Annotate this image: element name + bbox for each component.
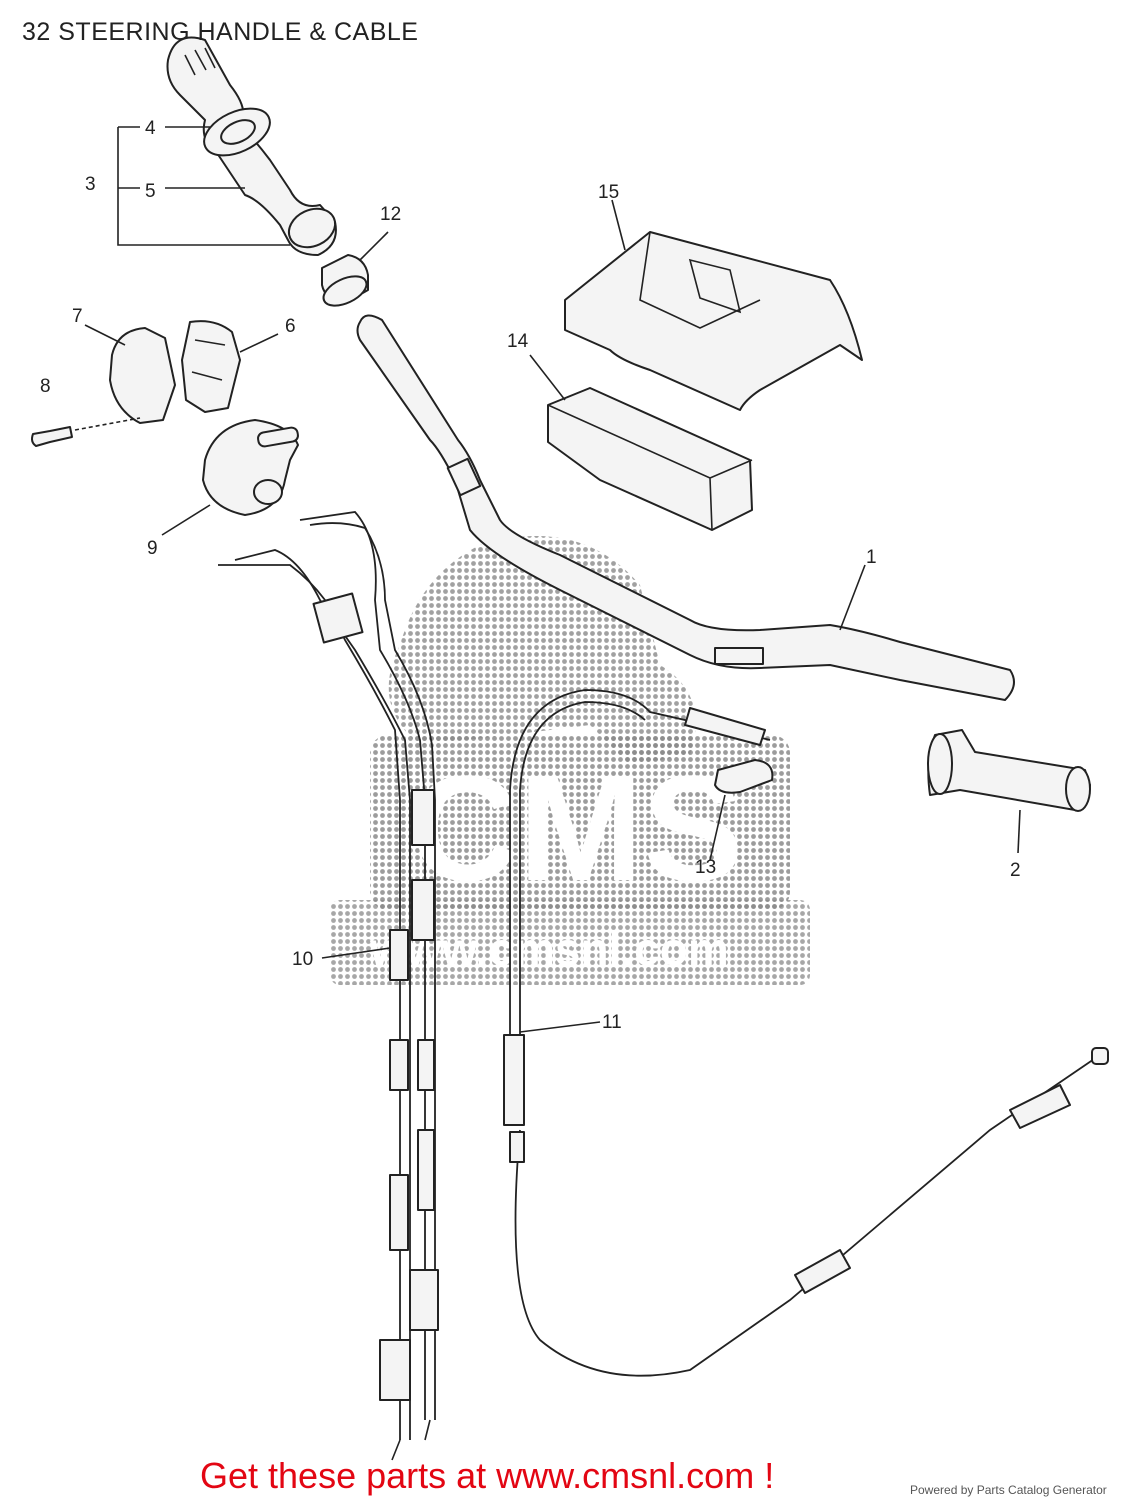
part-label-4: 4 [145,118,156,139]
throttle-cables-part-10 [218,511,439,1461]
handlebar-part-1 [356,314,1015,701]
part-label-9: 9 [147,538,158,559]
part-label-15: 15 [598,182,619,203]
right-grip-part-2 [927,729,1091,812]
footer-credit: Powered by Parts Catalog Generator [910,1483,1107,1497]
cable-adjuster-part-13 [714,759,774,794]
part-label-2: 2 [1010,860,1021,881]
part-label-3: 3 [85,174,96,195]
part-label-12: 12 [380,204,401,225]
part-label-7: 7 [72,306,83,327]
throttle-housing-part-9 [202,419,299,516]
diagram-title: 32 STEERING HANDLE & CABLE [22,18,419,46]
clutch-cable-part-11 [503,689,1109,1377]
pad-block-part-14 [547,387,753,531]
part-label-1: 1 [866,547,877,568]
part-label-11: 11 [602,1012,622,1033]
part-label-6: 6 [285,316,296,337]
part-label-14: 14 [507,331,529,352]
part-label-8: 8 [40,376,51,397]
left-grip-assembly [166,36,337,256]
switch-housing-parts-6-7 [109,320,241,424]
leader-lines [84,199,1021,1033]
watermark-letters: CMS [410,744,743,912]
part-label-10: 10 [292,949,313,970]
footer-cta-link[interactable]: Get these parts at www.cmsnl.com ! [200,1455,775,1496]
collar-part-12 [321,254,369,307]
handlebar-pad-part-15 [564,231,863,411]
part-label-5: 5 [145,181,156,202]
part-number-labels: 1 2 3 4 5 6 7 8 9 10 11 12 13 14 15 [40,118,1021,1033]
part-label-13: 13 [695,857,716,878]
screw-part-8 [31,417,141,447]
